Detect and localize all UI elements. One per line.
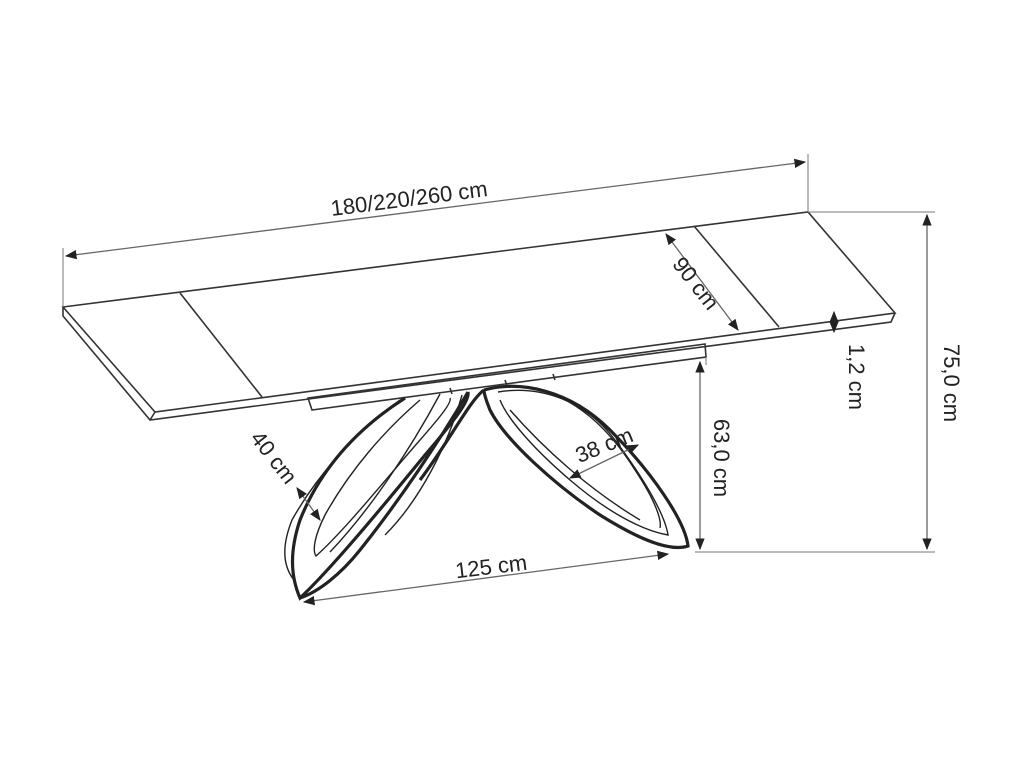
leg-width-dimension: 40 cm <box>246 426 321 521</box>
depth-dimension: 90 cm <box>665 233 739 331</box>
left-leg <box>284 391 470 601</box>
table-top <box>61 211 897 421</box>
height-label: 75,0 cm <box>939 344 964 422</box>
base-height-label: 63,0 cm <box>709 419 734 497</box>
thickness-label: 1,2 cm <box>844 344 869 410</box>
thickness-dimension: 1,2 cm <box>829 310 869 410</box>
base-height-dimension: 63,0 cm <box>695 357 734 551</box>
left-leaf-seam <box>179 292 263 398</box>
leg-depth-dimension: 38 cm <box>568 422 640 479</box>
base-span-dimension: 125 cm <box>302 550 670 606</box>
base-span-label: 125 cm <box>454 550 529 584</box>
length-label: 180/220/260 cm <box>329 176 489 221</box>
height-dimension: 75,0 cm <box>695 211 964 553</box>
depth-label: 90 cm <box>668 252 725 315</box>
leg-width-label: 40 cm <box>246 426 303 489</box>
